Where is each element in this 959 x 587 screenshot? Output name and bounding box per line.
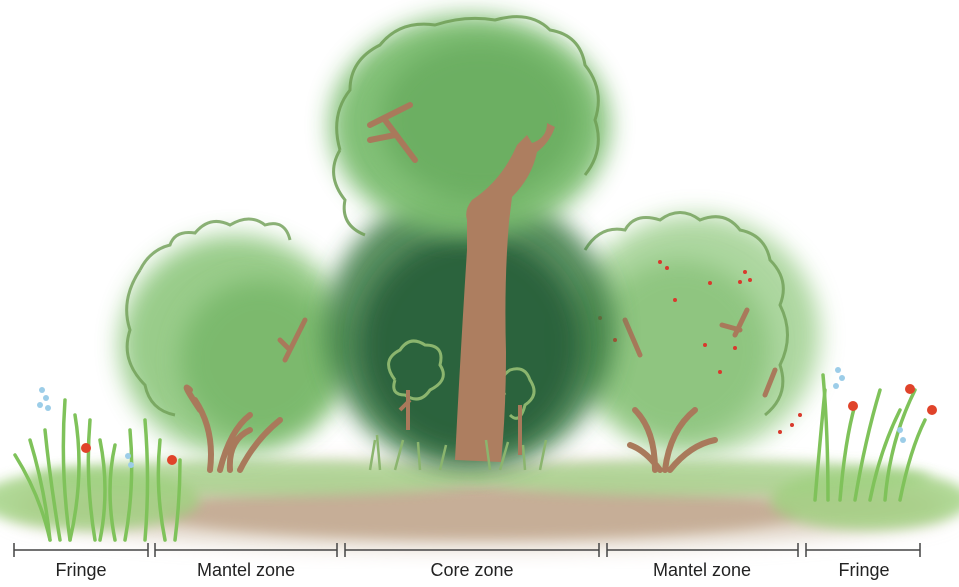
zone-label-mantel-right: Mantel zone [653, 560, 751, 581]
zone-label-fringe-left: Fringe [55, 560, 106, 581]
zone-brackets [14, 543, 920, 557]
zone-label-mantel-left: Mantel zone [197, 560, 295, 581]
zone-label-fringe-right: Fringe [838, 560, 889, 581]
zone-label-core: Core zone [430, 560, 513, 581]
left-shrub [120, 219, 350, 470]
